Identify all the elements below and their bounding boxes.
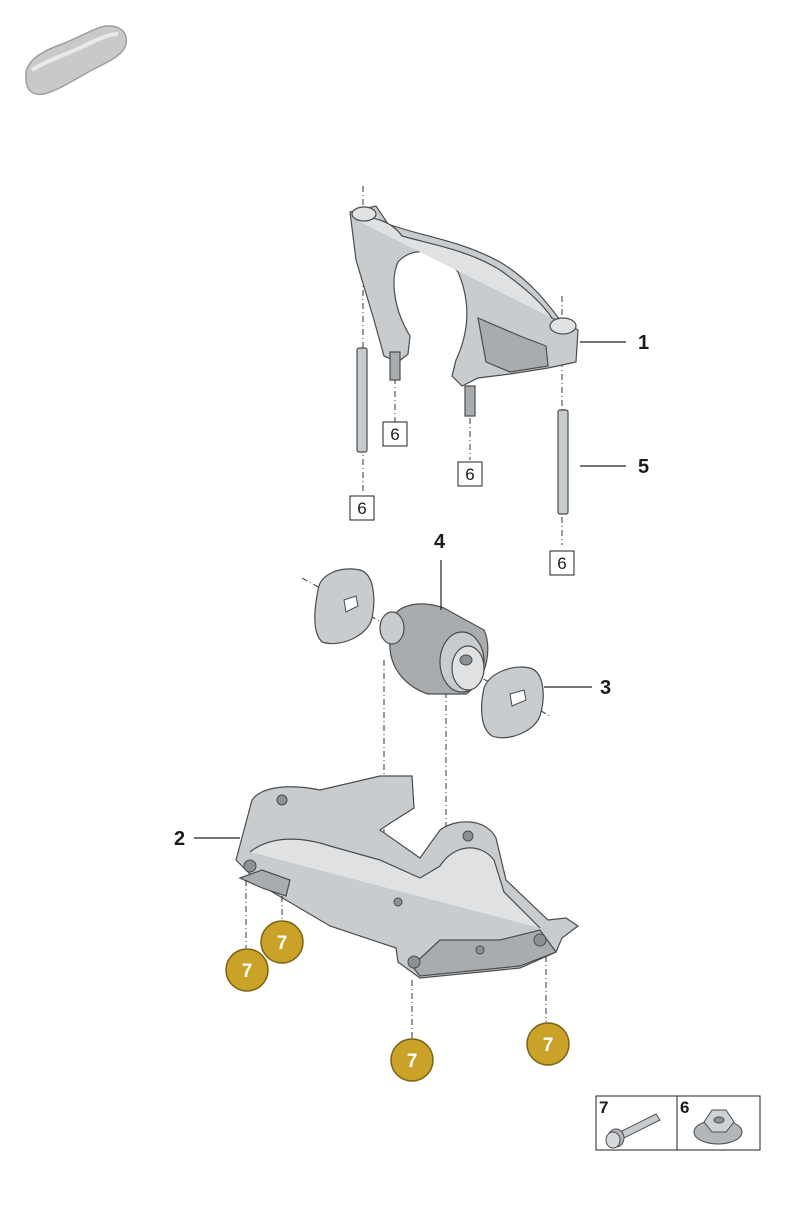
badge-7-a: 7 xyxy=(260,920,304,964)
stud-bolt-left xyxy=(356,347,368,453)
callout-2: 2 xyxy=(174,828,185,850)
stud-bolt-right xyxy=(557,409,569,515)
svg-text:7: 7 xyxy=(242,961,253,982)
callout-5: 5 xyxy=(638,456,649,478)
washer-plate-left xyxy=(314,568,375,645)
washer-plate-right xyxy=(481,666,544,739)
flange-nut-icon xyxy=(693,1109,743,1145)
badge-7-d: 7 xyxy=(526,1022,570,1066)
svg-text:6: 6 xyxy=(390,425,399,444)
svg-text:7: 7 xyxy=(277,933,288,954)
bracket-arm-part xyxy=(349,186,579,545)
fastener-legend: 7 6 xyxy=(595,1095,761,1151)
flange-bolt-icon xyxy=(605,1113,661,1149)
car-silhouette-icon xyxy=(25,25,128,96)
badge-7-b: 7 xyxy=(225,948,269,992)
svg-text:6: 6 xyxy=(557,554,566,573)
callout-4: 4 xyxy=(434,531,446,553)
badge-7-c: 7 xyxy=(390,1038,434,1082)
boxed-ref-6-a: 6 xyxy=(382,421,408,447)
legend-item-6: 6 xyxy=(680,1098,689,1117)
boxed-ref-6-b: 6 xyxy=(457,461,483,487)
svg-text:7: 7 xyxy=(543,1035,554,1056)
callout-3: 3 xyxy=(600,677,611,699)
legend-item-7: 7 xyxy=(599,1098,608,1117)
svg-text:6: 6 xyxy=(357,499,366,518)
bushing-mount-part xyxy=(379,603,489,695)
svg-text:6: 6 xyxy=(465,465,474,484)
callout-1: 1 xyxy=(638,332,649,354)
carrier-plate-part xyxy=(235,775,580,979)
svg-text:7: 7 xyxy=(407,1051,418,1072)
boxed-ref-6-d: 6 xyxy=(549,550,575,576)
boxed-ref-6-c: 6 xyxy=(349,495,375,521)
